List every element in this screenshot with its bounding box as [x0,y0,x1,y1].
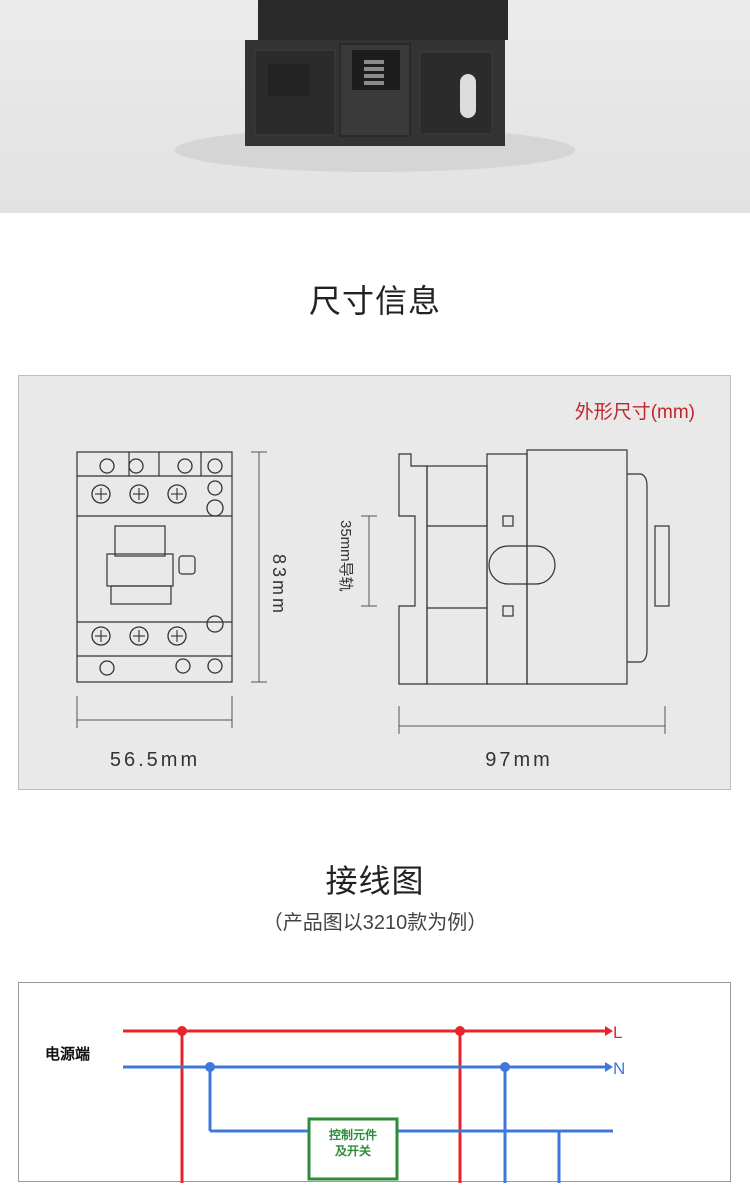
depth-label: 97mm [485,749,553,771]
control-element-label-2: 及开关 [335,1143,371,1158]
product-photo [0,0,750,213]
live-junction-right [455,1026,465,1036]
contactor-bottom-photo [175,0,575,172]
dimension-drawing: 外形尺寸(mm) [76,401,695,771]
live-junction-left [177,1026,187,1036]
depth-dimension-line [398,706,666,734]
wiring-subtitle: （产品图以3210款为例） [262,912,488,934]
wiring-diagram: 电源端 L N 控制元件 及开关 [18,982,731,1183]
wiring-title: 接线图 [325,863,425,899]
neutral-junction-left [205,1062,215,1072]
line-n-label: N [613,1059,625,1078]
front-screws [91,458,224,676]
overall-size-label: 外形尺寸(mm) [575,401,695,423]
power-source-label: 电源端 [45,1045,90,1063]
live-arrow [605,1026,613,1036]
neutral-junction-right [500,1062,510,1072]
width-label: 56.5mm [110,749,200,771]
dimensions-title: 尺寸信息 [308,283,441,319]
height-label: 83mm [269,554,289,616]
front-screw-crosses [95,488,183,642]
neutral-arrow [605,1062,613,1072]
side-view [398,449,670,685]
control-element-label: 控制元件 [329,1127,377,1142]
width-dimension-line [76,696,233,728]
wiring-drawing: 电源端 L N 控制元件 及开关 [45,1023,625,1183]
rail-dimension-line [361,515,377,607]
front-view [76,451,233,683]
rail-label: 35mm导轨 [337,520,354,592]
line-l-label: L [613,1023,622,1042]
height-dimension-line [251,451,267,683]
dimensions-panel: 外形尺寸(mm) [18,375,731,790]
